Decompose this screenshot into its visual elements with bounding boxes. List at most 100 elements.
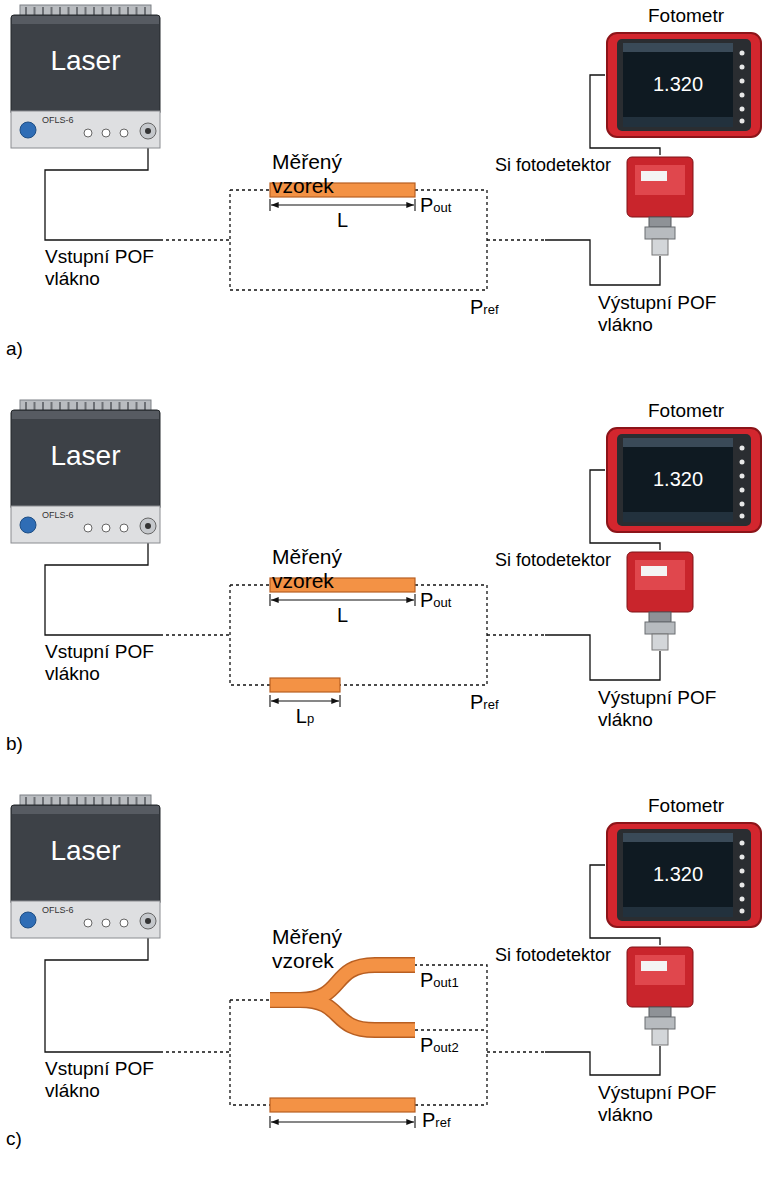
pin	[102, 797, 104, 805]
output-fiber	[545, 635, 660, 680]
screen-icon	[740, 883, 745, 888]
pin	[110, 7, 112, 15]
meter-body	[607, 428, 761, 532]
panel-illustration	[45, 937, 660, 1128]
si-photodetector: Si fotodetektor	[495, 550, 705, 654]
screen-icon	[740, 65, 745, 70]
pin	[59, 402, 61, 410]
input-fiber	[45, 937, 160, 1052]
indicator	[120, 129, 128, 137]
panel-letter: c)	[6, 1128, 22, 1150]
pin	[119, 7, 121, 15]
display-reading: 1.320	[623, 73, 733, 96]
fiber-label: Výstupní POF vlákno	[598, 1082, 723, 1126]
meter-screen	[623, 438, 733, 522]
photometer: Fotometr 1.320	[605, 795, 769, 935]
fiber-connector	[140, 913, 156, 929]
indicator	[102, 524, 110, 532]
pin	[93, 7, 95, 15]
fiber-connector-core	[145, 128, 151, 134]
panel-letter: b)	[6, 733, 23, 755]
sample-title: Měřený vzorek	[272, 545, 342, 593]
input-fiber	[45, 542, 160, 635]
display-reading: 1.320	[623, 468, 733, 491]
measurement-path	[230, 190, 487, 290]
screen-footer	[623, 117, 733, 127]
front-panel	[11, 901, 160, 938]
screen-icon	[740, 488, 745, 493]
indicator	[84, 919, 92, 927]
pin	[136, 402, 138, 410]
si-photodetector: Si fotodetektor	[495, 155, 705, 259]
screen-icon	[740, 514, 745, 519]
coupler-outline	[270, 1000, 415, 1030]
fiber-connector-core	[145, 523, 151, 529]
connector-nut	[645, 1017, 675, 1029]
detector-sticker	[641, 566, 667, 576]
pin	[85, 797, 87, 805]
fiber-sample	[270, 1098, 415, 1112]
si-photodetector: Si fotodetektor	[495, 945, 705, 1049]
screen-icon	[740, 909, 745, 914]
screen-icon	[740, 474, 745, 479]
pin	[144, 402, 146, 410]
device-label: Si fotodetektor	[495, 155, 611, 176]
pin	[136, 7, 138, 15]
panel-illustration	[45, 147, 660, 290]
pin	[42, 402, 44, 410]
dimension-arrow	[271, 599, 414, 600]
screen-icon	[740, 446, 745, 451]
fiber-label: Výstupní POF vlákno	[598, 292, 723, 336]
display-reading: 1.320	[623, 863, 733, 886]
pin	[102, 402, 104, 410]
device-label: Laser	[8, 835, 163, 867]
photodetector-device	[625, 155, 701, 259]
photodetector-device	[625, 945, 701, 1049]
screen-icon	[740, 841, 745, 846]
laser-source: LaserOFLS-6	[8, 795, 165, 940]
connector-tip	[652, 634, 668, 650]
indicator	[102, 919, 110, 927]
screen-icon	[740, 51, 745, 56]
front-panel	[11, 506, 160, 543]
pin	[76, 402, 78, 410]
device-label: Si fotodetektor	[495, 550, 611, 571]
connector-tip	[652, 239, 668, 255]
meter-body	[607, 33, 761, 137]
length-label: Lp	[270, 705, 340, 728]
pin	[25, 7, 27, 15]
pin	[127, 797, 129, 805]
pin	[119, 797, 121, 805]
connector-nut	[645, 622, 675, 634]
panel-illustration	[45, 542, 660, 707]
laser-device	[8, 5, 163, 150]
indicator	[102, 129, 110, 137]
device-label: Fotometr	[605, 795, 767, 817]
screen-icon	[740, 869, 745, 874]
front-panel	[11, 111, 160, 148]
body-highlight	[12, 411, 159, 419]
pin	[110, 797, 112, 805]
model-label: OFLS-6	[42, 115, 74, 125]
connector-tip	[652, 1029, 668, 1045]
power-button	[20, 912, 36, 928]
input-fiber-link	[160, 1051, 230, 1052]
power-button	[20, 517, 36, 533]
indicator	[120, 524, 128, 532]
meter-screen	[623, 833, 733, 917]
detector-sticker	[641, 961, 667, 971]
meter-bezel	[617, 39, 751, 131]
model-label: OFLS-6	[42, 905, 74, 915]
pin	[68, 7, 70, 15]
screen-icon	[740, 460, 745, 465]
screen-icon	[740, 119, 745, 124]
pin	[25, 797, 27, 805]
device-label: Fotometr	[605, 400, 767, 422]
measurement-path	[230, 965, 487, 1105]
fiber-label: Vstupní POF vlákno	[45, 1058, 163, 1102]
pin	[110, 402, 112, 410]
detector-body	[627, 552, 693, 612]
meter-bezel	[617, 829, 751, 921]
output-fiber-link	[487, 239, 545, 240]
pin	[144, 7, 146, 15]
